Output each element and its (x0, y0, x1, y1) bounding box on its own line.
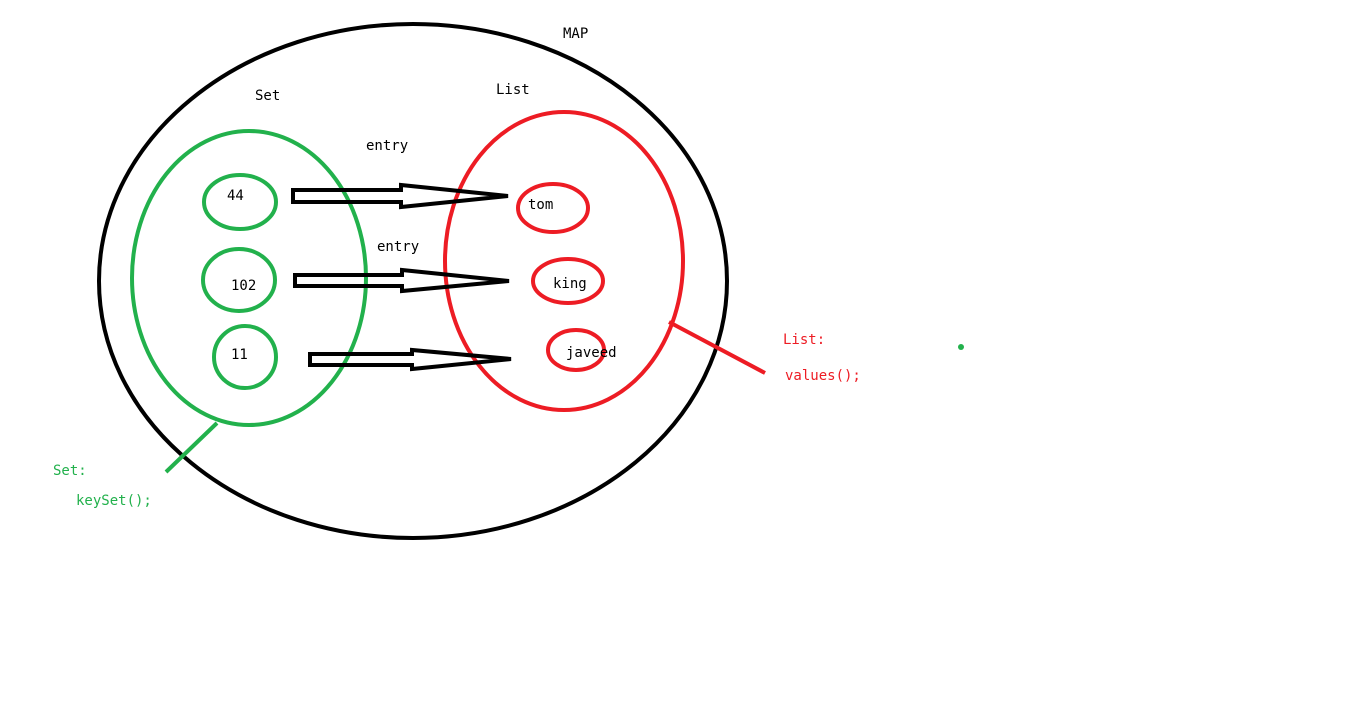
list-label: List (496, 82, 530, 98)
set-annotation-method: keySet(); (76, 493, 152, 509)
key-circle (202, 173, 278, 231)
entry-arrow-2 (293, 267, 510, 294)
key-label: 102 (231, 278, 256, 294)
set-annotation-title: Set: (53, 463, 87, 479)
value-circle (531, 257, 605, 305)
set-label: Set (255, 88, 280, 104)
set-ellipse (130, 129, 368, 427)
list-ellipse (443, 110, 685, 412)
value-node-tom: tom (516, 182, 590, 234)
key-node-11: 11 (212, 324, 278, 390)
key-label: 11 (231, 347, 248, 363)
list-annotation-title: List: (783, 332, 825, 348)
key-node-44: 44 (202, 173, 278, 231)
value-label: tom (528, 197, 553, 213)
entry-label-mid: entry (377, 239, 419, 255)
value-circle (546, 328, 606, 372)
value-label: king (553, 276, 587, 292)
key-circle (212, 324, 278, 390)
value-node-javeed: javeed (546, 328, 617, 372)
key-node-102: 102 (201, 247, 277, 313)
entry-label-top: entry (366, 138, 408, 154)
map-ellipse (97, 22, 729, 540)
value-circle (516, 182, 590, 234)
list-annotation-method: values(); (785, 368, 861, 384)
map-label: MAP (563, 26, 588, 42)
value-label: javeed (566, 345, 617, 361)
stray-dot (958, 344, 964, 350)
value-node-king: king (531, 257, 605, 305)
key-circle (201, 247, 277, 313)
entry-arrow-3 (308, 347, 512, 372)
entry-arrow-1 (291, 182, 509, 210)
list-pointer-line (668, 320, 766, 375)
set-pointer-line (164, 421, 219, 474)
key-label: 44 (227, 188, 244, 204)
